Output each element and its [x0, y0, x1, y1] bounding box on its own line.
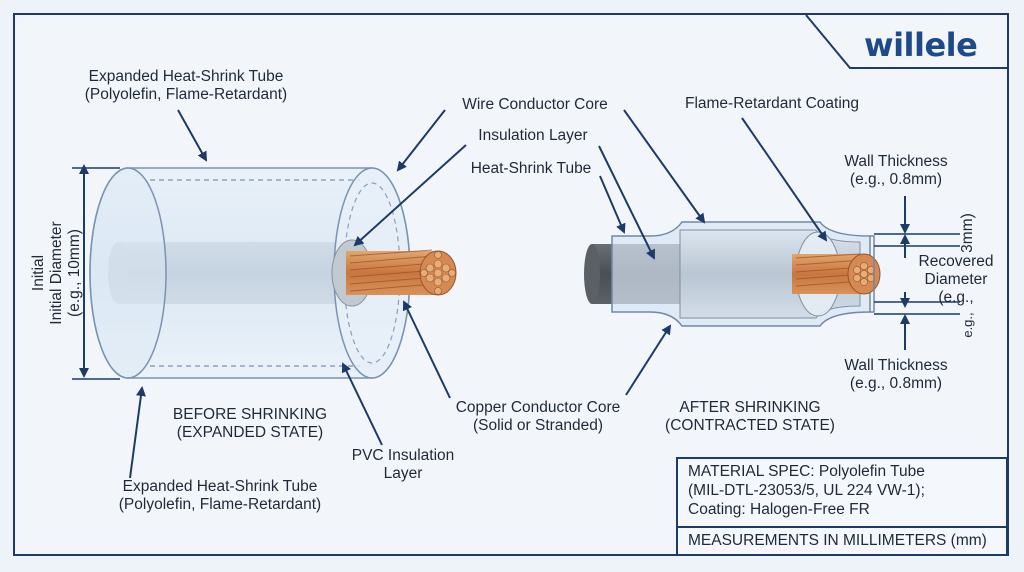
- label-line: BEFORE SHRINKING: [172, 406, 328, 423]
- spec-text: MATERIAL SPEC: Polyolefin Tube (MIL-DTL-…: [678, 459, 1006, 526]
- material-spec-box: MATERIAL SPEC: Polyolefin Tube (MIL-DTL-…: [676, 457, 1008, 556]
- label-line: Recovered: [918, 253, 994, 270]
- label-line: (e.g., 0.8mm): [849, 375, 943, 392]
- label-line: Initial Diameter: [48, 221, 65, 325]
- label-wall-thickness-bottom: Wall Thickness (e.g., 0.8mm): [826, 357, 966, 393]
- wall-thickness-dimension: [874, 233, 960, 315]
- arrow-pvc-layer: [341, 362, 383, 446]
- arrow-insulation-right: [598, 145, 655, 260]
- label-wire-core: Wire Conductor Core: [462, 96, 608, 113]
- arrow-wire-core-right: [623, 109, 706, 224]
- logo-frame-line: [805, 14, 1007, 69]
- spec-footer: MEASUREMENTS IN MILLIMETERS (mm): [678, 526, 1006, 554]
- spec-line: (MIL-DTL-23053/5, UL 224 VW-1);: [688, 482, 925, 499]
- contracted-tube-illustration: [584, 221, 881, 327]
- label-recovered-diameter: Recovered Diameter (e.g.,: [913, 253, 999, 307]
- label-line: (Polyolefin, Flame-Retardant): [118, 496, 322, 513]
- arrow-insulation-left: [353, 144, 467, 247]
- brand-logo: willele: [864, 26, 978, 64]
- arrow-heat-shrink: [599, 175, 626, 234]
- arrow-wire-core-left: [396, 109, 446, 172]
- label-line: (CONTRACTED STATE): [665, 417, 835, 434]
- arrow-copper-left: [402, 300, 451, 399]
- label-line: AFTER SHRINKING: [679, 399, 821, 416]
- label-line: Expanded Heat-Shrink Tube: [122, 478, 318, 495]
- label-line: (Polyolefin, Flame-Retardant): [84, 86, 288, 103]
- label-insulation-layer: Insulation Layer: [478, 127, 588, 144]
- label-line: (e.g., 0.8mm): [849, 171, 943, 188]
- label-before-shrinking: BEFORE SHRINKING (EXPANDED STATE): [160, 406, 340, 442]
- label-line: Diameter: [924, 271, 988, 288]
- label-flame-coating: Flame-Retardant Coating: [684, 95, 860, 112]
- label-line: PVC Insulation: [351, 447, 455, 464]
- label-heat-shrink-tube: Heat-Shrink Tube: [470, 160, 592, 177]
- label-line: Wall Thickness: [844, 153, 948, 170]
- arrow-copper-right: [625, 324, 672, 396]
- label-recovered-vertical-2: e.g.,: [960, 312, 975, 338]
- label-line: Initial: [30, 254, 47, 292]
- label-after-shrinking: AFTER SHRINKING (CONTRACTED STATE): [655, 399, 845, 435]
- arrow-expanded-bottom: [129, 386, 146, 479]
- label-line: (e.g., 10mm): [66, 229, 83, 317]
- label-recovered-vertical: 3mm): [959, 213, 976, 253]
- label-line: (Solid or Stranded): [472, 417, 604, 434]
- label-expanded-tube-top: Expanded Heat-Shrink Tube (Polyolefin, F…: [66, 68, 306, 104]
- label-line: Layer: [383, 465, 423, 482]
- label-copper-core: Copper Conductor Core (Solid or Stranded…: [438, 399, 638, 435]
- arrow-expanded-top: [177, 109, 207, 162]
- arrow-flame-coating: [741, 117, 828, 242]
- label-wall-thickness-top: Wall Thickness (e.g., 0.8mm): [826, 153, 966, 189]
- label-pvc-layer: PVC Insulation Layer: [338, 447, 468, 483]
- label-initial-diameter: Initial Initial Diameter (e.g., 10mm): [30, 198, 84, 348]
- label-line: Wall Thickness: [844, 357, 948, 374]
- label-line: (e.g.,: [938, 289, 974, 306]
- label-line: Copper Conductor Core: [455, 399, 621, 416]
- spec-line: MATERIAL SPEC: Polyolefin Tube: [688, 463, 925, 480]
- label-line: (EXPANDED STATE): [176, 424, 324, 441]
- label-expanded-tube-bottom: Expanded Heat-Shrink Tube (Polyolefin, F…: [100, 478, 340, 514]
- expanded-tube-illustration: [89, 167, 457, 379]
- spec-line: Coating: Halogen-Free FR: [688, 501, 870, 518]
- label-line: Expanded Heat-Shrink Tube: [88, 68, 284, 85]
